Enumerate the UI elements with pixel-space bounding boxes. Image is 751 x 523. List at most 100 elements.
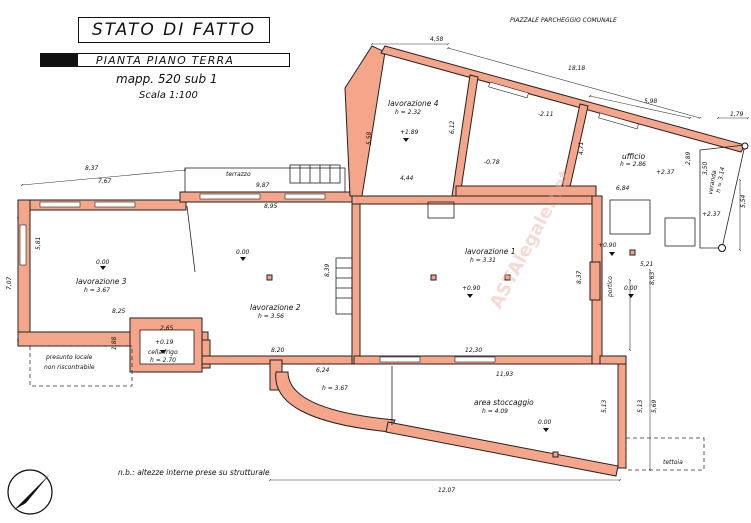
dim-label: 8,37 bbox=[85, 165, 99, 172]
wall-segment bbox=[617, 355, 627, 469]
window bbox=[19, 224, 27, 266]
tettoia-label: tettoia bbox=[663, 459, 683, 466]
room-name-veranda: veranda bbox=[707, 170, 718, 196]
dim-label: 8,63 bbox=[649, 271, 656, 285]
dimension-labels: 4,58 18,18 5,98 1,79 8,37 7,67 9,87 8,95… bbox=[6, 36, 747, 494]
room-name-stoccaggio: area stoccaggio bbox=[474, 398, 534, 407]
wall-segment bbox=[589, 261, 601, 301]
level-lav4: +1.89 bbox=[400, 129, 419, 136]
room-h-lav2: h = 3.56 bbox=[258, 313, 284, 320]
dim-label: 5,21 bbox=[640, 261, 653, 268]
room-name-lav4: lavorazione 4 bbox=[388, 99, 439, 108]
room-h-lav4: h = 2.32 bbox=[395, 109, 421, 116]
room-h-lav1: h = 3.31 bbox=[470, 257, 496, 264]
dim-label: 6,24 bbox=[316, 367, 330, 374]
north-arrow bbox=[7, 469, 53, 515]
walls-cella-frigo bbox=[129, 317, 203, 373]
presunto-line1: presunto locale bbox=[45, 354, 93, 361]
dim-label: 1,88 bbox=[111, 336, 118, 350]
room-h-lav3: h = 3.67 bbox=[84, 287, 110, 294]
stairs bbox=[664, 217, 696, 247]
dim-label: 8,95 bbox=[264, 203, 278, 210]
level-l2: -0.78 bbox=[484, 159, 500, 166]
room-name-cella: cella frigo bbox=[148, 349, 178, 356]
subtitle-text: PIANTA PIANO TERRA bbox=[95, 53, 235, 67]
drawing-subtitle: PIANTA PIANO TERRA bbox=[40, 53, 290, 67]
room-h-stoccaggio: h = 4.09 bbox=[482, 408, 508, 415]
dim-label: 5,13 bbox=[601, 399, 608, 413]
dim-label: 2,65 bbox=[160, 325, 174, 332]
dim-label: 1,79 bbox=[730, 111, 744, 118]
room-name-portico: portico bbox=[607, 276, 614, 298]
level-lav2: 0.00 bbox=[236, 249, 250, 256]
dim-label: 8,39 bbox=[324, 263, 331, 277]
wall-segment bbox=[599, 355, 627, 365]
dim-label: 5,54 bbox=[740, 194, 747, 208]
dim-label: 9,87 bbox=[256, 182, 270, 189]
walls-lavorazione-3 bbox=[17, 199, 209, 347]
wall-segment bbox=[385, 421, 619, 477]
room-name-lav3: lavorazione 3 bbox=[76, 277, 127, 286]
dim-label: 11,93 bbox=[496, 371, 513, 378]
dim-label: 4,71 bbox=[578, 142, 585, 155]
tettoia-outline bbox=[625, 437, 705, 471]
level-l3: +0.90 bbox=[598, 242, 617, 249]
presunto-locale-outline bbox=[29, 345, 133, 387]
dim-label: 6,84 bbox=[616, 185, 630, 192]
room-h-curved: h = 3.67 bbox=[322, 385, 348, 392]
stairs bbox=[609, 199, 651, 235]
window bbox=[454, 356, 496, 363]
dim-label: 4,44 bbox=[400, 175, 414, 182]
terrazzo-stairs bbox=[289, 164, 341, 184]
window bbox=[284, 193, 326, 200]
room-h-cella: h = 2.70 bbox=[150, 357, 176, 364]
dim-label: 5,98 bbox=[644, 98, 658, 105]
corner-marker bbox=[741, 142, 749, 150]
mapp-label: mapp. 520 sub 1 bbox=[116, 72, 218, 86]
dim-label: 18,18 bbox=[568, 65, 585, 72]
window bbox=[199, 193, 261, 200]
level-ufficio: +2.37 bbox=[656, 169, 675, 176]
drawing-title: STATO DI FATTO bbox=[78, 17, 270, 43]
note-text: n.b.: altezze interne prese su struttura… bbox=[118, 468, 270, 477]
walls-area-stoccaggio bbox=[269, 355, 627, 477]
walls-lavorazione-1 bbox=[351, 195, 605, 365]
dim-label: 8,37 bbox=[576, 270, 583, 284]
scale-label: Scala 1:100 bbox=[139, 90, 198, 101]
dim-label: 5,13 bbox=[637, 399, 644, 413]
level-stoccaggio: 0.00 bbox=[538, 419, 552, 426]
wall-segment bbox=[455, 185, 597, 197]
dim-label: 4,58 bbox=[430, 36, 444, 43]
dim-label: 12,07 bbox=[438, 487, 455, 494]
presunto-line2: non riscontrabile bbox=[44, 364, 95, 371]
terrazzo-label: terrazzo bbox=[226, 171, 251, 178]
room-name-lav2: lavorazione 2 bbox=[250, 303, 301, 312]
window bbox=[39, 201, 81, 208]
columns bbox=[266, 249, 636, 458]
room-name-lav1: lavorazione 1 bbox=[465, 247, 516, 256]
dim-label: 6,12 bbox=[449, 120, 456, 134]
parking-label: PIAZZALE PARCHEGGIO COMUNALE bbox=[510, 17, 617, 24]
title-text: STATO DI FATTO bbox=[91, 20, 256, 40]
dim-label: 5,69 bbox=[651, 399, 658, 413]
room-name-ufficio: ufficio bbox=[622, 152, 645, 161]
level-l4: +2.37 bbox=[702, 211, 721, 218]
veranda-outline bbox=[699, 144, 746, 249]
dim-label: 5,58 bbox=[366, 131, 373, 145]
corner-marker bbox=[718, 244, 726, 252]
dim-label: 2,89 bbox=[685, 151, 692, 165]
dim-label: 3,50 bbox=[702, 161, 709, 175]
level-portico: 0.00 bbox=[624, 285, 638, 292]
dim-label: 7,67 bbox=[98, 178, 112, 185]
level-l1: -2.11 bbox=[538, 111, 554, 118]
window bbox=[94, 201, 136, 208]
dim-label: 5,81 bbox=[35, 237, 42, 250]
room-h-veranda: h = 3.14 bbox=[715, 166, 726, 193]
room-h-ufficio: h = 2.86 bbox=[620, 161, 646, 168]
dim-label: 12,30 bbox=[465, 347, 482, 354]
dim-label: 8,25 bbox=[112, 308, 126, 315]
door-leaf bbox=[186, 205, 196, 273]
level-lav1: +0.90 bbox=[462, 285, 481, 292]
level-markers bbox=[100, 138, 634, 432]
